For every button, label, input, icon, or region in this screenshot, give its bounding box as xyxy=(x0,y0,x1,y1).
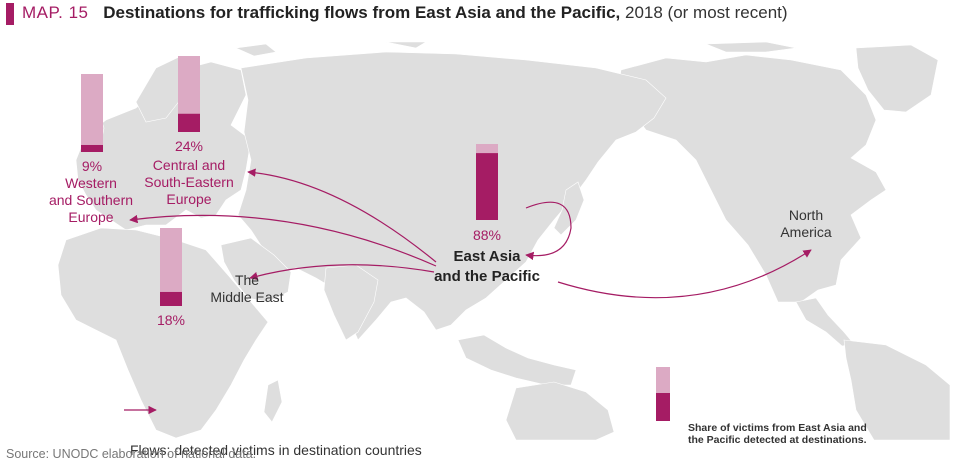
land-greenland xyxy=(855,44,939,113)
map-title: MAP. 15 Destinations for trafficking flo… xyxy=(22,3,788,23)
land-madagascar xyxy=(263,379,283,423)
bar-middle-east-total xyxy=(160,228,182,306)
bar-central-south-eastern-europe xyxy=(178,56,200,132)
land-maritime-se-asia xyxy=(457,334,577,386)
flow-arrow-middle-east xyxy=(249,264,435,281)
bar-central-south-eastern-europe-total xyxy=(178,56,200,132)
bar-east-asia-pacific xyxy=(476,144,498,220)
land-arctic-islands xyxy=(234,41,797,57)
flow-arrow-central-south-eastern-europe xyxy=(247,168,437,263)
legend-swatch-total xyxy=(656,367,670,393)
legend-swatch-share xyxy=(656,393,670,421)
bar-middle-east xyxy=(160,228,182,306)
bar-western-southern-europe-total xyxy=(81,74,103,152)
flow-arrow-western-southern-europe xyxy=(129,214,437,267)
region-label-central-south-eastern-europe: Central and South-Eastern Europe xyxy=(144,157,234,207)
share-legend-swatches xyxy=(656,367,670,421)
bar-middle-east-share xyxy=(160,291,182,306)
region-label-middle-east: The Middle East xyxy=(210,272,284,305)
legend-flows-label: Flows: detected victims in destination c… xyxy=(130,442,422,458)
bar-western-southern-europe xyxy=(81,74,103,152)
flow-arrow-north-america xyxy=(557,249,812,299)
land-japan xyxy=(553,181,585,236)
land-arabia xyxy=(220,237,292,303)
land-central-america xyxy=(795,297,855,347)
land-asia xyxy=(237,51,667,341)
share-label-central-south-eastern-europe: 24% xyxy=(174,138,204,154)
source-note: Source: UNODC elaboration of national da… xyxy=(6,447,257,461)
bar-east-asia-pacific-share xyxy=(476,153,498,220)
region-label-east-asia-pacific: East Asia and the Pacific xyxy=(434,248,540,285)
title-accent-bar xyxy=(6,3,14,25)
bar-western-southern-europe-share xyxy=(81,144,103,152)
share-label-western-southern-europe: 9% xyxy=(81,158,103,174)
land-north-america xyxy=(617,54,887,303)
share-label-middle-east: 18% xyxy=(156,312,186,328)
world-map-svg xyxy=(57,41,951,441)
bar-central-south-eastern-europe-share xyxy=(178,113,200,132)
map-title-main: Destinations for trafficking flows from … xyxy=(103,3,621,22)
map-title-sub: 2018 (or most recent) xyxy=(625,3,788,22)
land-india xyxy=(323,264,379,341)
land-australia xyxy=(505,381,615,441)
legend-share-label: Share of victims from East Asia and the … xyxy=(688,422,867,446)
land-africa xyxy=(57,227,269,439)
world-map: 9% Western and Southern Europe 24% Centr… xyxy=(6,40,951,458)
map-header: MAP. 15 Destinations for trafficking flo… xyxy=(0,0,960,38)
region-label-north-america: North America xyxy=(780,207,832,240)
map-number: MAP. 15 xyxy=(22,3,89,22)
flow-arrow-intra-regional xyxy=(525,201,572,261)
flow-arrows xyxy=(124,168,812,415)
share-label-east-asia-pacific: 88% xyxy=(472,227,502,243)
share-bars xyxy=(81,56,498,306)
region-label-western-southern-europe: Western and Southern Europe xyxy=(48,175,134,225)
